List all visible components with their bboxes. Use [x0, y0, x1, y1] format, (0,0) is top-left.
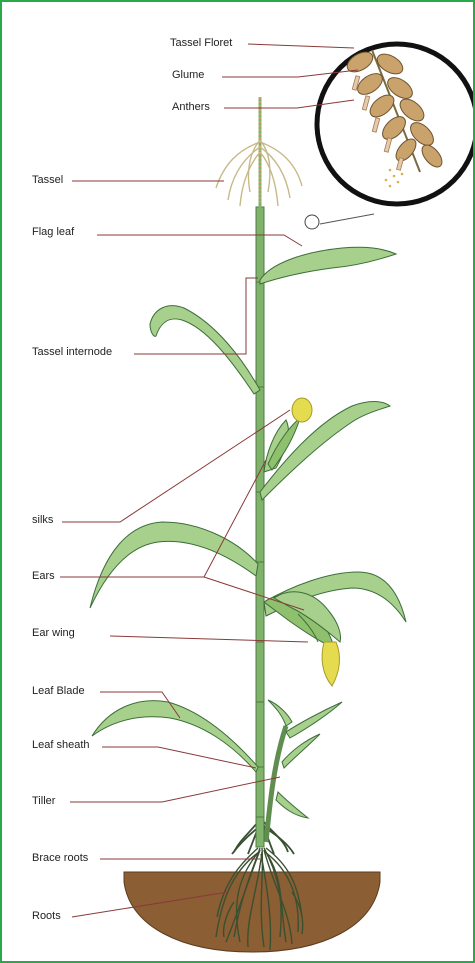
- middle-left-leaf: [90, 522, 258, 608]
- label-leaf-blade: Leaf Blade: [32, 685, 85, 698]
- leader-lines: [60, 44, 358, 917]
- label-ear-wing: Ear wing: [32, 627, 75, 640]
- leader-ear-wing: [110, 636, 308, 642]
- leader-tiller: [70, 777, 280, 802]
- label-brace-roots: Brace roots: [32, 852, 88, 865]
- main-ear: [264, 592, 341, 686]
- label-anthers: Anthers: [172, 101, 210, 114]
- label-roots: Roots: [32, 910, 61, 923]
- leader-leaf-sheath: [102, 747, 256, 768]
- soil: [124, 872, 380, 952]
- tiller-stalk: [266, 700, 342, 842]
- label-tassel-floret: Tassel Floret: [170, 37, 232, 50]
- main-stalk: [256, 207, 264, 847]
- label-flag-leaf: Flag leaf: [32, 226, 74, 239]
- label-silks: silks: [32, 514, 53, 527]
- label-glume: Glume: [172, 69, 204, 82]
- leader-flag-leaf: [97, 235, 302, 246]
- upper-left-leaf: [150, 306, 260, 394]
- label-tassel: Tassel: [32, 174, 63, 187]
- label-leaf-sheath: Leaf sheath: [32, 739, 90, 752]
- leaves: [90, 247, 406, 772]
- flag-leaf: [260, 247, 396, 284]
- label-tiller: Tiller: [32, 795, 55, 808]
- leader-tassel-floret: [248, 44, 354, 48]
- label-tassel-internode: Tassel internode: [32, 346, 112, 359]
- tassel: [216, 97, 302, 212]
- label-ears: Ears: [32, 570, 55, 583]
